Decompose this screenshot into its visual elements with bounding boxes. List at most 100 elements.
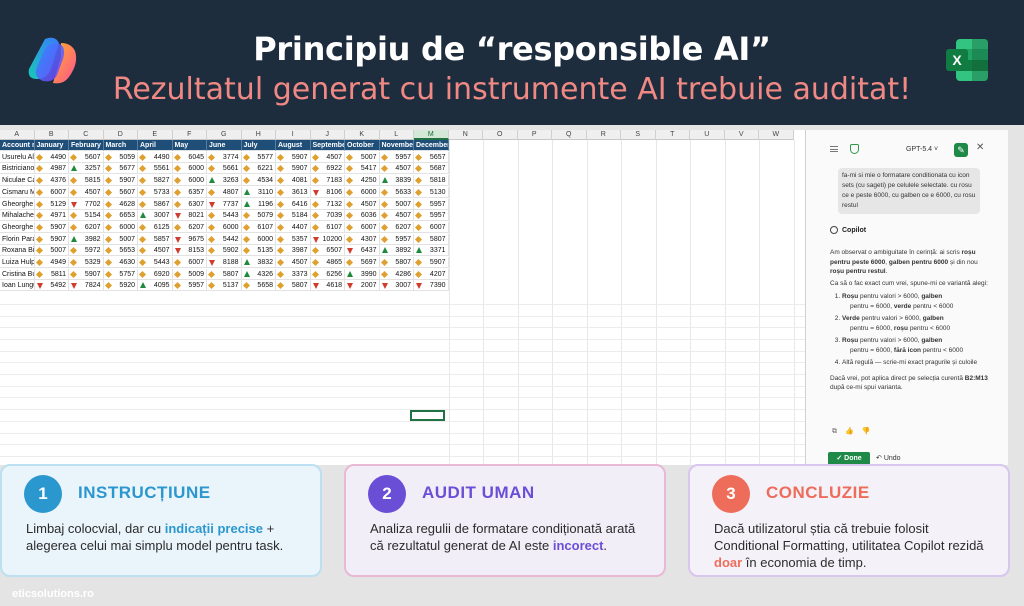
column-header-C[interactable]: C — [69, 130, 104, 140]
table-cell-value[interactable]: 3832 — [241, 257, 276, 268]
model-selector[interactable]: GPT-5.4 ˅ — [906, 146, 939, 153]
table-cell-value[interactable]: 5807 — [379, 257, 414, 268]
table-cell-value[interactable]: 4628 — [103, 198, 138, 210]
column-header-W[interactable]: W — [759, 130, 794, 140]
table-cell-value[interactable]: 4507 — [345, 198, 380, 210]
table-cell-value[interactable]: 5577 — [241, 151, 276, 163]
table-cell-value[interactable]: 3990 — [345, 268, 380, 280]
table-cell-value[interactable]: 6416 — [276, 198, 311, 210]
table-header-cell[interactable]: June — [207, 140, 242, 151]
table-cell-value[interactable]: 4376 — [34, 175, 69, 187]
table-cell-value[interactable]: 3373 — [276, 268, 311, 280]
column-header-F[interactable]: F — [172, 130, 207, 140]
column-header-L[interactable]: L — [379, 130, 414, 140]
column-header-V[interactable]: V — [724, 130, 759, 140]
table-cell-value[interactable]: 4949 — [34, 257, 69, 268]
table-header-cell[interactable]: November — [379, 140, 414, 151]
table-cell-value[interactable]: 5661 — [207, 163, 242, 175]
column-header-P[interactable]: P — [517, 130, 552, 140]
column-header-O[interactable]: O — [483, 130, 518, 140]
table-cell-value[interactable]: 6000 — [241, 233, 276, 245]
table-cell-name[interactable]: Florin Para — [0, 233, 35, 245]
table-cell-value[interactable]: 8021 — [172, 210, 207, 222]
table-cell-value[interactable]: 5135 — [241, 245, 276, 257]
table-cell-value[interactable]: 4534 — [241, 175, 276, 187]
table-cell-value[interactable]: 4490 — [34, 151, 69, 163]
table-cell-value[interactable]: 5907 — [276, 151, 311, 163]
table-cell-value[interactable]: 5657 — [414, 151, 449, 163]
table-cell-value[interactable]: 6437 — [345, 245, 380, 257]
table-cell-value[interactable]: 5811 — [34, 268, 69, 280]
table-cell-value[interactable]: 5607 — [69, 151, 104, 163]
table-header-cell[interactable]: September — [310, 140, 345, 151]
table-cell-name[interactable]: Roxana Bi — [0, 245, 35, 257]
table-cell-value[interactable]: 5907 — [69, 268, 104, 280]
table-cell-value[interactable]: 5867 — [138, 198, 173, 210]
table-cell-value[interactable]: 6045 — [172, 151, 207, 163]
table-cell-value[interactable]: 5972 — [69, 245, 104, 257]
table-cell-value[interactable]: 6920 — [138, 268, 173, 280]
table-cell-value[interactable]: 5492 — [34, 280, 69, 292]
column-header-N[interactable]: N — [448, 130, 483, 140]
table-cell-value[interactable]: 3007 — [138, 210, 173, 222]
table-cell-value[interactable]: 8106 — [310, 186, 345, 198]
table-cell-value[interactable]: 5653 — [103, 245, 138, 257]
table-cell-value[interactable]: 6007 — [172, 257, 207, 268]
table-cell-value[interactable]: 6256 — [310, 268, 345, 280]
table-cell-value[interactable]: 6307 — [172, 198, 207, 210]
column-header-J[interactable]: J — [310, 130, 345, 140]
table-cell-value[interactable]: 4081 — [276, 175, 311, 187]
table-cell-value[interactable]: 6125 — [138, 221, 173, 233]
table-header-cell[interactable]: April — [138, 140, 173, 151]
column-header-S[interactable]: S — [621, 130, 656, 140]
table-cell-name[interactable]: Gheorghe — [0, 198, 35, 210]
table-cell-name[interactable]: Gheorghe — [0, 221, 35, 233]
table-cell-value[interactable]: 1196 — [241, 198, 276, 210]
table-cell-value[interactable]: 5957 — [379, 233, 414, 245]
table-cell-value[interactable]: 5009 — [172, 268, 207, 280]
feedback-icons[interactable]: ⧉ 👍 👎 — [832, 428, 874, 435]
table-cell-value[interactable]: 6507 — [310, 245, 345, 257]
table-cell-value[interactable]: 3839 — [379, 175, 414, 187]
table-cell-value[interactable]: 5920 — [103, 280, 138, 292]
table-cell-value[interactable]: 5442 — [207, 233, 242, 245]
column-header-R[interactable]: R — [586, 130, 621, 140]
table-header-cell[interactable]: March — [103, 140, 138, 151]
table-cell-value[interactable]: 4507 — [69, 186, 104, 198]
table-cell-value[interactable]: 5807 — [276, 280, 311, 292]
table-cell-value[interactable]: 2007 — [345, 280, 380, 292]
table-cell-value[interactable]: 5059 — [103, 151, 138, 163]
table-cell-value[interactable]: 8188 — [207, 257, 242, 268]
table-cell-name[interactable]: Niculae Ca — [0, 175, 35, 187]
undo-button[interactable]: ↶ Undo — [876, 455, 901, 462]
active-cell-selector[interactable] — [410, 410, 445, 421]
column-header-B[interactable]: B — [34, 130, 69, 140]
table-cell-value[interactable]: 6221 — [241, 163, 276, 175]
table-cell-value[interactable]: 4507 — [379, 210, 414, 222]
table-cell-value[interactable]: 3110 — [241, 186, 276, 198]
table-cell-value[interactable]: 4407 — [276, 221, 311, 233]
table-cell-value[interactable]: 5443 — [207, 210, 242, 222]
table-cell-value[interactable]: 6653 — [103, 210, 138, 222]
column-header-K[interactable]: K — [345, 130, 380, 140]
table-cell-value[interactable]: 4307 — [345, 233, 380, 245]
column-header-U[interactable]: U — [690, 130, 725, 140]
table-cell-value[interactable]: 6000 — [172, 163, 207, 175]
table-cell-value[interactable]: 5007 — [379, 198, 414, 210]
table-cell-value[interactable]: 4286 — [379, 268, 414, 280]
table-cell-value[interactable]: 5807 — [414, 233, 449, 245]
table-cell-value[interactable]: 5687 — [414, 163, 449, 175]
table-cell-value[interactable]: 5957 — [414, 198, 449, 210]
table-cell-value[interactable]: 5902 — [207, 245, 242, 257]
table-cell-value[interactable]: 5907 — [34, 221, 69, 233]
table-cell-value[interactable]: 5658 — [241, 280, 276, 292]
table-cell-value[interactable]: 5357 — [276, 233, 311, 245]
table-cell-name[interactable]: Ioan Lungu — [0, 280, 35, 292]
table-cell-value[interactable]: 4618 — [310, 280, 345, 292]
table-cell-value[interactable]: 4326 — [241, 268, 276, 280]
column-header-D[interactable]: D — [103, 130, 138, 140]
table-cell-value[interactable]: 5733 — [138, 186, 173, 198]
table-cell-value[interactable]: 7824 — [69, 280, 104, 292]
table-cell-value[interactable]: 6107 — [310, 221, 345, 233]
table-cell-value[interactable]: 3613 — [276, 186, 311, 198]
